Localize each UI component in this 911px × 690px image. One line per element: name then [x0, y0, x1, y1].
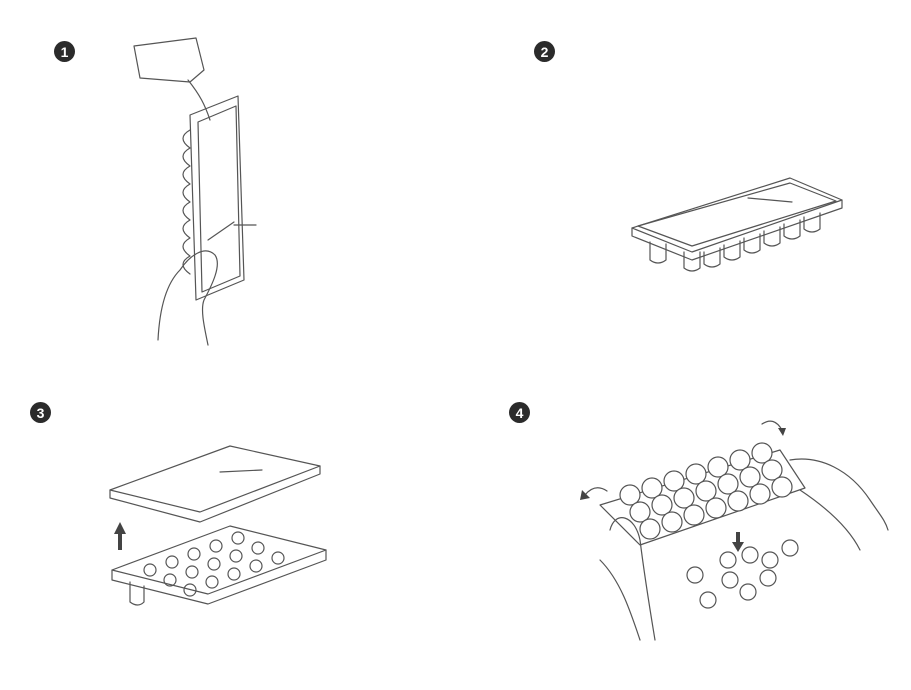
step-4-illustration	[580, 420, 889, 641]
step-2-badge: 2	[534, 41, 555, 62]
step-1-badge: 1	[54, 41, 75, 62]
step-4-badge: 4	[509, 402, 530, 423]
step-1-illustration	[133, 37, 257, 346]
step-3-badge: 3	[30, 402, 51, 423]
step-2-illustration	[631, 177, 843, 272]
step-3-illustration	[109, 445, 327, 606]
